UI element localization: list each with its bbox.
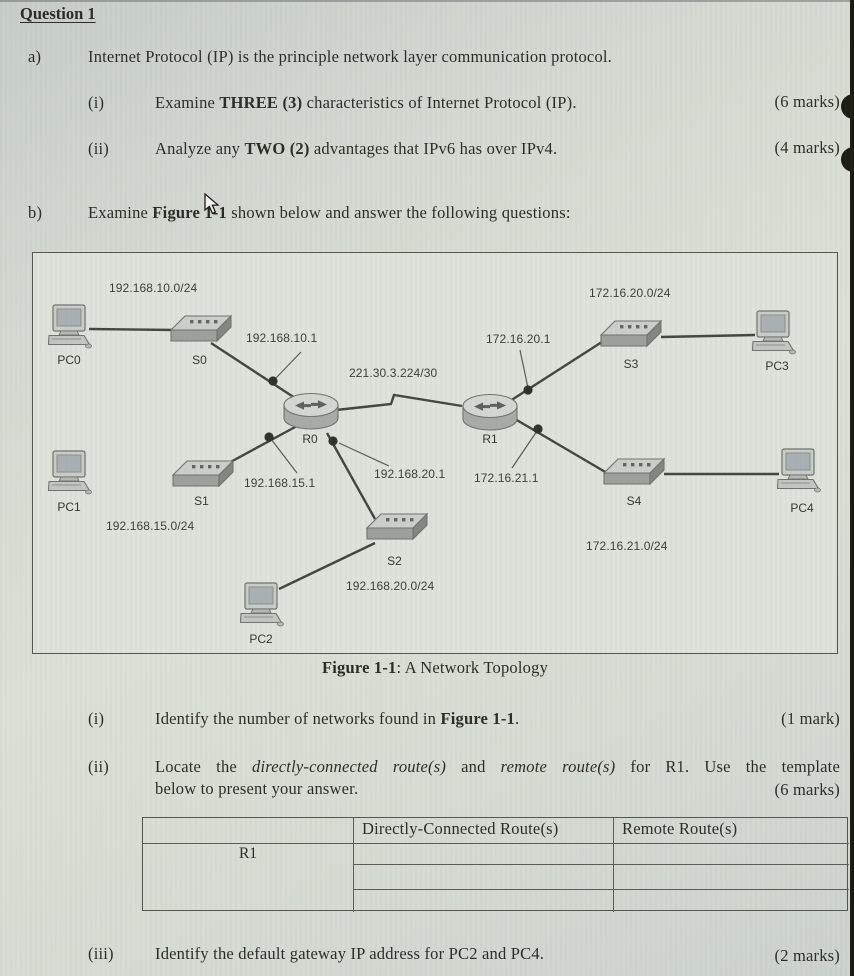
item-b-ii-line2: below to present your answer. — [155, 779, 359, 798]
section-a-label: a) — [28, 47, 42, 66]
s2-switch-icon — [366, 513, 428, 540]
pc2-label: PC2 — [249, 632, 273, 646]
item-b-i-pre: Identify the number of networks found in — [155, 709, 441, 728]
s3-switch-icon — [600, 320, 662, 347]
serial-link-r0-r1 — [335, 393, 463, 412]
label-leader-lines — [270, 349, 538, 474]
item-b-i-marks: (1 mark) — [781, 709, 840, 728]
item-b-ii-marks: (6 marks) — [774, 780, 840, 799]
answer-cell-remote-1[interactable] — [614, 844, 849, 865]
figure-caption: Figure 1-1: A Network Topology — [32, 658, 838, 678]
answer-cell-directly-1[interactable] — [354, 844, 614, 865]
pc3-icon — [751, 310, 797, 355]
item-b-ii-num: (ii) — [88, 757, 109, 776]
pc1-icon — [47, 450, 93, 495]
r1-label: R1 — [482, 432, 498, 446]
item-b-iii-marks: (2 marks) — [774, 946, 840, 965]
answer-cell-directly-2[interactable] — [354, 865, 614, 890]
item-a-i-post: characteristics of Internet Protocol (IP… — [302, 93, 577, 112]
s1-switch-icon — [172, 460, 234, 487]
item-b-iii-text: Identify the default gateway IP address … — [155, 944, 545, 963]
item-b-ii-post: for R1. Use the template — [615, 757, 840, 776]
if-label-172-16-20-1: 172.16.20.1 — [486, 332, 551, 346]
item-b-i-num: (i) — [88, 709, 105, 728]
answer-cell-remote-2[interactable] — [614, 865, 849, 890]
pc0-icon — [47, 304, 93, 349]
section-b-post: shown below and answer the following que… — [226, 203, 571, 222]
item-a-i-marks: (6 marks) — [774, 92, 840, 111]
figure-caption-rest: : A Network Topology — [396, 658, 549, 677]
answer-cell-remote-3[interactable] — [614, 890, 849, 912]
r0-label: R0 — [302, 432, 318, 446]
item-a-ii-bold: TWO (2) — [244, 139, 310, 158]
pc2-icon — [239, 582, 285, 627]
item-a-i-num: (i) — [88, 93, 105, 112]
pc4-icon — [776, 448, 822, 493]
section-b-label: b) — [28, 203, 43, 222]
figure-caption-bold: Figure 1-1 — [321, 658, 397, 677]
section-a-intro: Internet Protocol (IP) is the principle … — [88, 47, 613, 66]
s3-label: S3 — [623, 357, 639, 371]
net-label-221-30-3-224: 221.30.3.224/30 — [349, 366, 438, 380]
net-label-192-168-20-0: 192.168.20.0/24 — [346, 579, 435, 593]
item-a-ii-text: Analyze any TWO (2) advantages that IPv6… — [155, 138, 557, 159]
section-b-pre: Examine — [88, 203, 153, 222]
s4-switch-icon — [603, 458, 665, 485]
table-header-remote: Remote Route(s) — [614, 818, 849, 844]
item-b-i-post: . — [515, 709, 520, 728]
item-a-ii-marks: (4 marks) — [774, 138, 840, 157]
binding-bump-bottom — [841, 147, 854, 172]
net-label-192-168-10-0: 192.168.10.0/24 — [109, 281, 198, 295]
item-a-i-bold: THREE (3) — [219, 93, 303, 112]
network-links — [88, 327, 779, 591]
pc3-label: PC3 — [765, 359, 789, 373]
r1-router-icon — [462, 393, 518, 431]
s2-label: S2 — [387, 554, 402, 568]
net-label-192-168-15-0: 192.168.15.0/24 — [106, 519, 195, 533]
section-b-intro: Examine Figure 1-1 shown below and answe… — [88, 202, 571, 223]
item-b-i-text: Identify the number of networks found in… — [155, 708, 519, 729]
item-a-ii-post: advantages that IPv6 has over IPv4. — [309, 139, 558, 158]
table-header-directly: Directly-Connected Route(s) — [354, 818, 614, 844]
item-a-ii-num: (ii) — [88, 139, 109, 158]
s4-label: S4 — [626, 494, 642, 508]
item-b-ii-mid: and — [446, 757, 501, 776]
item-b-ii-pre: Locate the — [155, 757, 252, 776]
pc1-label: PC1 — [57, 500, 81, 514]
if-label-192-168-20-1: 192.168.20.1 — [374, 467, 446, 481]
item-a-i-pre: Examine — [155, 93, 220, 112]
answer-cell-directly-3[interactable] — [354, 890, 614, 912]
binding-bump-top — [841, 94, 854, 119]
item-a-ii-pre: Analyze any — [155, 139, 245, 158]
s0-switch-icon — [170, 315, 232, 342]
table-row-label-r1: R1 — [143, 844, 354, 912]
photo-right-edge — [850, 0, 854, 976]
net-label-172-16-20-0: 172.16.20.0/24 — [589, 286, 671, 300]
interface-dots — [264, 376, 543, 446]
network-topology-drawing — [47, 304, 822, 627]
table-corner-cell — [143, 818, 354, 844]
item-b-ii-italic2: remote route(s) — [500, 757, 616, 776]
pc0-label: PC0 — [57, 353, 81, 367]
item-b-ii-italic1: directly-connected route(s) — [252, 757, 447, 776]
s1-label: S1 — [194, 494, 209, 508]
r0-router-icon — [283, 392, 339, 430]
answer-table: Directly-Connected Route(s) Remote Route… — [142, 817, 849, 912]
if-label-172-16-21-1: 172.16.21.1 — [474, 471, 539, 485]
photo-top-edge — [0, 0, 854, 2]
item-a-i-text: Examine THREE (3) characteristics of Int… — [155, 92, 577, 113]
figure-1-1: 192.168.10.0/24 192.168.10.1 221.30.3.22… — [32, 252, 838, 654]
if-label-192-168-10-1: 192.168.10.1 — [246, 331, 318, 345]
pc4-label: PC4 — [790, 501, 814, 515]
net-label-172-16-21-0: 172.16.21.0/24 — [586, 539, 668, 553]
mouse-cursor-icon — [204, 193, 220, 215]
question-title: Question 1 — [20, 4, 96, 23]
item-b-i-bold: Figure 1-1 — [440, 709, 515, 728]
item-b-iii-num: (iii) — [88, 944, 114, 963]
if-label-192-168-15-1: 192.168.15.1 — [244, 476, 316, 490]
item-b-ii-line1: Locate the directly-connected route(s) a… — [155, 756, 840, 778]
s0-label: S0 — [192, 353, 207, 367]
